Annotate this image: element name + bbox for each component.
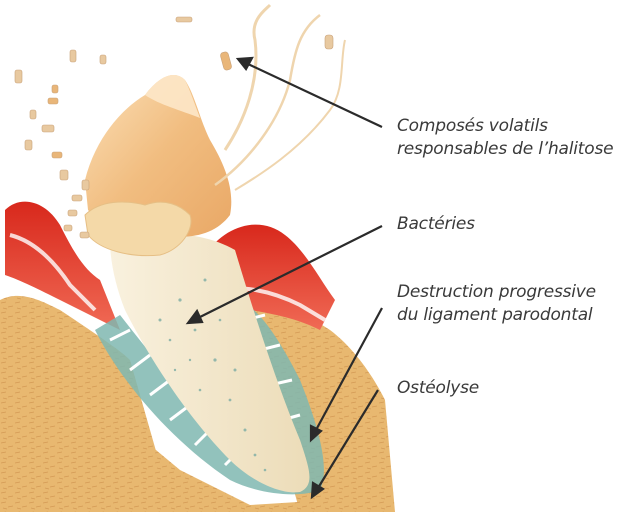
label-osteolysis: Ostéolyse [397, 377, 479, 400]
label-volatile-compounds-line2: responsables de l’halitose [397, 138, 613, 161]
label-bacteria: Bactéries [397, 213, 475, 236]
label-volatile-compounds-line1: Composés volatils [397, 115, 613, 138]
arrow-volatile-compounds [248, 64, 382, 127]
label-ligament-destruction-line2: du ligament parodontal [397, 304, 596, 327]
label-ligament-destruction: Destruction progressive du ligament paro… [397, 281, 596, 327]
vapor-plume [225, 5, 270, 150]
label-volatile-compounds: Composés volatils responsables de l’hali… [397, 115, 613, 161]
dental-plaque [85, 202, 191, 256]
label-ligament-destruction-line1: Destruction progressive [397, 281, 596, 304]
